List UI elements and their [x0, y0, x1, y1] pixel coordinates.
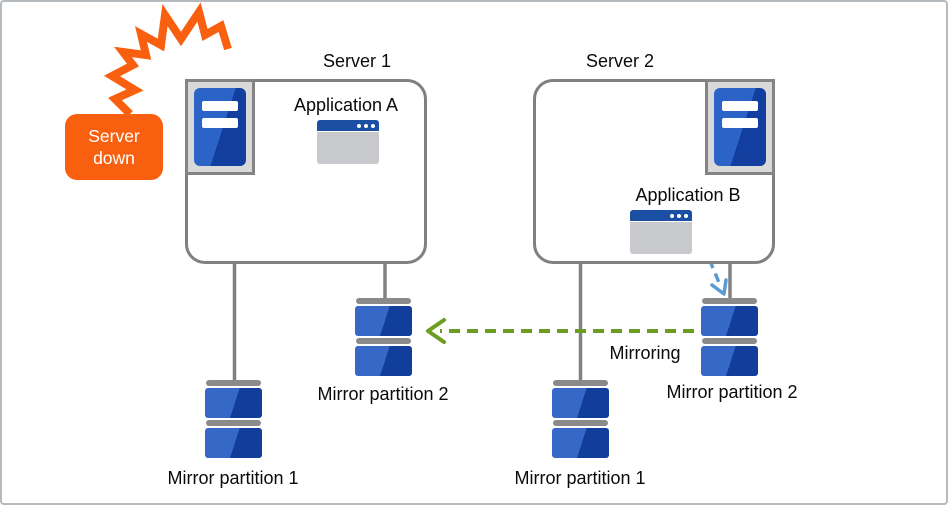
- application-b-window-icon: [630, 210, 692, 254]
- disk-segment: [552, 428, 609, 458]
- server-tower-body: [194, 88, 246, 166]
- window-body: [630, 222, 692, 254]
- window-dot-icon: [364, 124, 368, 128]
- tower-slot-bar: [722, 101, 758, 111]
- server-down-badge: Server down: [65, 114, 163, 180]
- disk-segment: [205, 388, 262, 418]
- server1-partition1-label: Mirror partition 1: [167, 468, 299, 488]
- app-write-arrowhead: [710, 278, 728, 296]
- server-tower-body: [714, 88, 766, 166]
- server-down-text-line1: Server: [88, 126, 140, 146]
- disk-segment: [701, 346, 758, 376]
- disk-segment: [355, 306, 412, 336]
- disk-cap: [702, 298, 757, 304]
- server1-mirror-partition1-disk-icon: [205, 380, 262, 458]
- disk-divider: [356, 338, 411, 344]
- window-titlebar: [317, 120, 379, 131]
- disk-cap: [206, 380, 261, 386]
- disk-segment: [205, 428, 262, 458]
- disk-segment: [552, 388, 609, 418]
- tower-slot-bar: [202, 101, 238, 111]
- server1-app-label: Application A: [293, 95, 399, 115]
- window-dot-icon: [357, 124, 361, 128]
- disk-divider: [553, 420, 608, 426]
- application-a-window-icon: [317, 120, 379, 164]
- server2-mirror-partition1-disk-icon: [552, 380, 609, 458]
- mirroring-arrow: [426, 318, 694, 344]
- server2-mirror-partition2-disk-icon: [701, 298, 758, 376]
- tower-slot-bar: [202, 118, 238, 128]
- tower-slot-bar: [722, 118, 758, 128]
- disk-segment: [355, 346, 412, 376]
- mirroring-label: Mirroring: [609, 343, 681, 363]
- disk-cap: [356, 298, 411, 304]
- server2-app-label: Application B: [635, 185, 741, 205]
- server2-tower-icon: [705, 79, 775, 175]
- disk-divider: [206, 420, 261, 426]
- server1-tower-icon: [185, 79, 255, 175]
- window-dot-icon: [670, 214, 674, 218]
- window-dot-icon: [677, 214, 681, 218]
- disk-cap: [553, 380, 608, 386]
- window-titlebar: [630, 210, 692, 221]
- server-down-text-line2: down: [93, 148, 135, 168]
- window-body: [317, 132, 379, 164]
- server2-label: Server 2: [585, 51, 655, 71]
- server1-mirror-partition2-disk-icon: [355, 298, 412, 376]
- window-dot-icon: [371, 124, 375, 128]
- server1-partition2-label: Mirror partition 2: [317, 384, 449, 404]
- disk-segment: [701, 306, 758, 336]
- window-dot-icon: [684, 214, 688, 218]
- mirroring-arrowhead: [426, 318, 446, 344]
- disk-divider: [702, 338, 757, 344]
- server1-label: Server 1: [322, 51, 392, 71]
- server2-partition1-label: Mirror partition 1: [514, 468, 646, 488]
- server2-partition2-label: Mirror partition 2: [666, 382, 798, 402]
